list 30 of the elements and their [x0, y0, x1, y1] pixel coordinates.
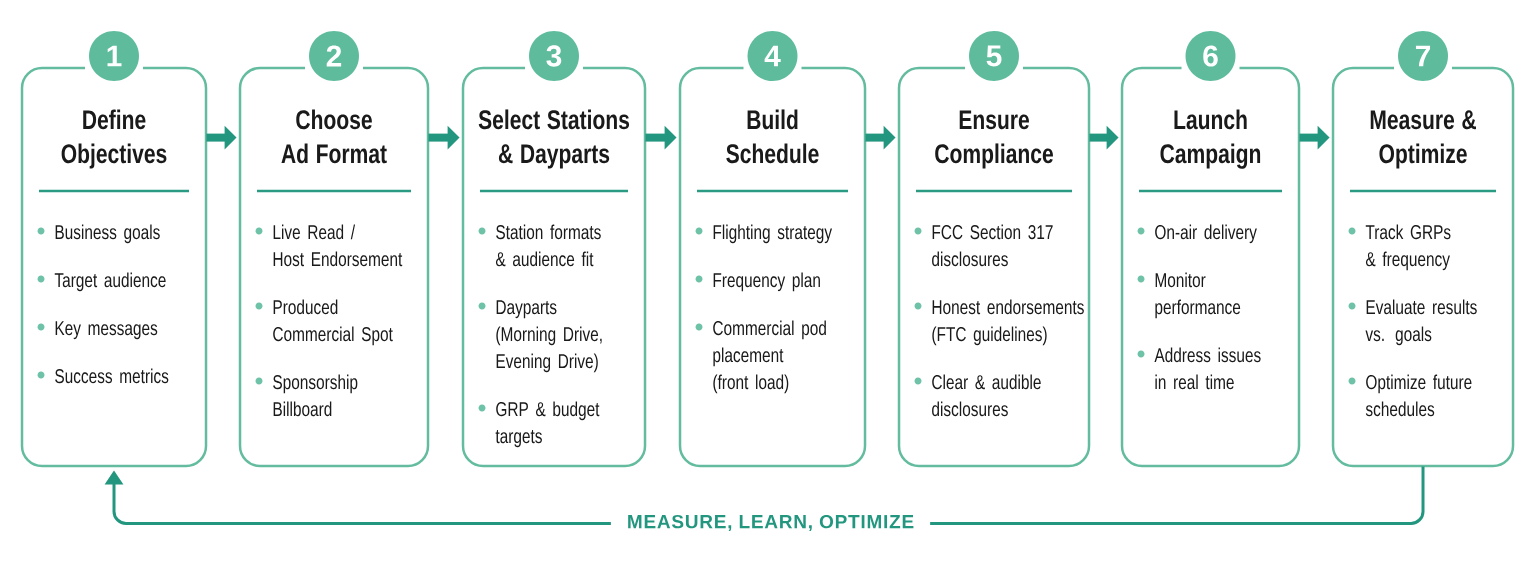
bullet-text: Frequency plan: [713, 272, 820, 292]
bullet-text: Dayparts (Morning Drive, Evening Drive): [496, 300, 602, 373]
bullet-text: Target audience: [54, 272, 166, 292]
card-heading: Choose Ad Format: [281, 109, 387, 164]
bullet-text: On-air delivery: [1155, 224, 1257, 244]
bullet-text: Key messages: [55, 321, 158, 340]
bullet-text: Sponsorship Billboard: [273, 374, 358, 417]
card-heading: Measure & Optimize: [1370, 110, 1476, 169]
bullet-text: Track GRPs & frequency: [1365, 224, 1451, 271]
bullet-text: GRP & budget targets: [495, 401, 600, 448]
bullet-text: Monitor performance: [1155, 272, 1241, 319]
bullet-text: Optimize future schedules: [1365, 374, 1472, 417]
card-heading: Ensure Compliance: [935, 110, 1053, 169]
bullet-text: Produced Commercial Spot: [273, 299, 393, 346]
bullet-text: Live Read / Host Endorsement: [273, 224, 403, 267]
bullet-text: Address issues in real time: [1154, 347, 1261, 390]
bullet-text: Success metrics: [55, 368, 169, 384]
card-heading: Select Stations & Dayparts: [478, 109, 630, 169]
bullet-text: Station formats & audience fit: [495, 224, 601, 267]
bullet-text: Business goals: [55, 224, 160, 244]
bullet-text: Commercial pod placement (front load): [713, 320, 826, 394]
edge-label: MEASURE, LEARN, OPTIMIZE: [610, 510, 931, 536]
bullet-text: Flighting strategy: [713, 224, 832, 244]
bullet-text: Honest endorsements (FTC guidelines): [932, 299, 1084, 346]
card-heading: Define Objectives: [61, 109, 167, 169]
bullet-text: FCC Section 317 disclosures: [932, 224, 1053, 267]
bullet-text: Clear & audible disclosures: [932, 374, 1041, 417]
card-heading: Build Schedule: [726, 109, 819, 164]
card-heading: Launch Campaign: [1160, 109, 1261, 169]
bullet-text: Evaluate results vs. goals: [1365, 299, 1477, 346]
